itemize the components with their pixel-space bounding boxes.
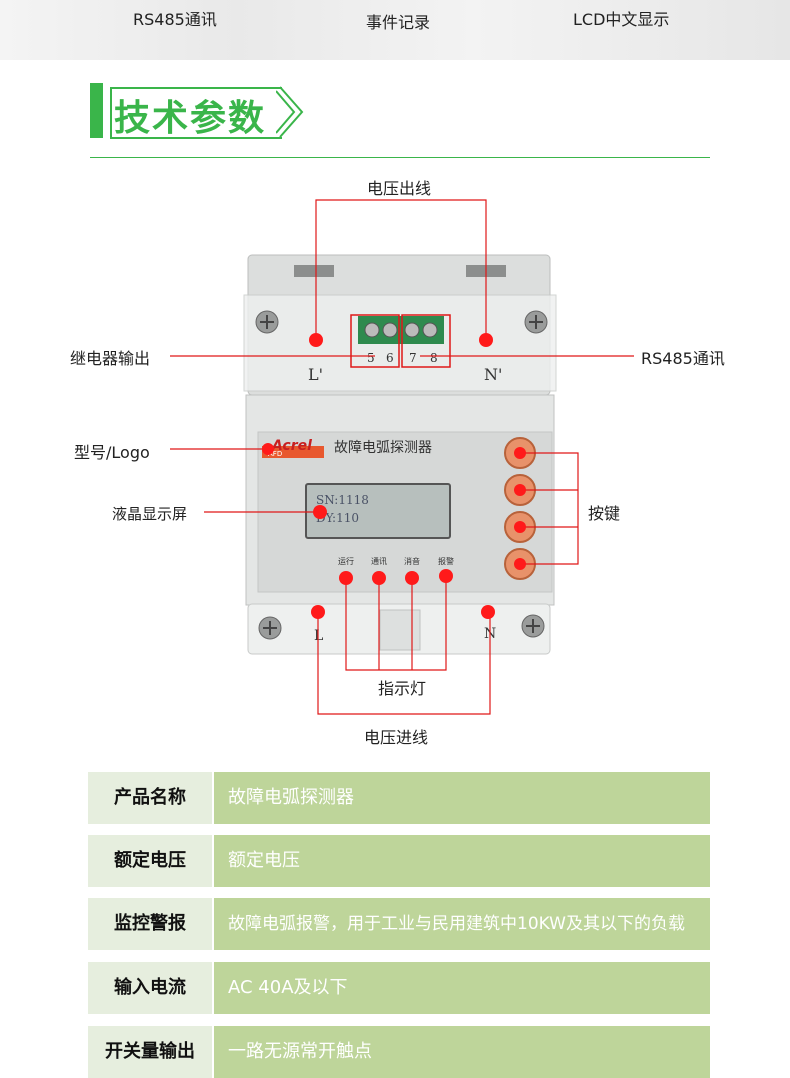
top-right-mark: N' xyxy=(484,365,502,384)
spec-row: 产品名称 故障电弧探测器 xyxy=(88,772,710,824)
spec-key: 产品名称 xyxy=(88,772,212,824)
callout-voltage-in: 电压进线 xyxy=(364,728,429,747)
spec-key: 额定电压 xyxy=(88,835,212,887)
rs485-terminal-outline xyxy=(401,314,451,368)
spec-row: 额定电压 额定电压 xyxy=(88,835,710,887)
callout-voltage-out: 电压出线 xyxy=(367,179,432,198)
spec-value: 故障电弧报警，用于工业与民用建筑中10KW及其以下的负载 xyxy=(214,898,710,950)
heading-bar xyxy=(90,83,103,138)
screw-icon xyxy=(258,616,282,640)
bottom-left-mark: L xyxy=(314,628,323,644)
top-slot-left xyxy=(294,265,334,277)
spec-row: 开关量输出 一路无源常开触点 xyxy=(88,1026,710,1078)
screw-icon xyxy=(255,310,279,334)
spec-value: AC 40A及以下 xyxy=(214,962,710,1014)
indicator-label-mute: 消音 xyxy=(404,556,420,566)
callout-indicator-lights: 指示灯 xyxy=(378,679,427,698)
lcd-line-2: DY:110 xyxy=(316,511,359,525)
top-left-mark: L' xyxy=(308,365,323,384)
terminal-label: 8 xyxy=(430,351,438,365)
section-heading: 技术参数 xyxy=(90,83,310,141)
relay-terminal-outline xyxy=(350,314,400,368)
callout-buttons: 按键 xyxy=(588,504,621,523)
callout-relay-out: 继电器输出 xyxy=(70,349,151,368)
brand-sub: AFD xyxy=(268,450,282,458)
callout-lcd: 液晶显示屏 xyxy=(112,505,188,523)
lcd-line-1: SN:1118 xyxy=(316,493,369,507)
terminal-label: 7 xyxy=(409,351,417,365)
callout-markers xyxy=(262,333,526,619)
callout-model-logo: 型号/Logo xyxy=(74,443,150,462)
indicator-label-comm: 通讯 xyxy=(371,556,387,566)
feature-event-log: 事件记录 xyxy=(366,13,431,32)
feature-banner: RS485通讯 事件记录 LCD中文显示 xyxy=(0,0,790,60)
feature-lcd: LCD中文显示 xyxy=(573,10,670,29)
section-title: 技术参数 xyxy=(114,98,267,139)
spec-value: 额定电压 xyxy=(214,835,710,887)
indicator-label-alarm: 报警 xyxy=(438,556,454,566)
indicator-label-run: 运行 xyxy=(338,556,354,566)
spec-value: 一路无源常开触点 xyxy=(214,1026,710,1078)
spec-row: 输入电流 AC 40A及以下 xyxy=(88,962,710,1014)
heading-frame xyxy=(110,87,282,139)
terminal-label: 6 xyxy=(386,351,394,365)
section-divider xyxy=(90,157,710,158)
callout-rs485: RS485通讯 xyxy=(641,349,725,368)
chevron-right-icon xyxy=(276,86,304,138)
brand-logo: Acrel xyxy=(271,438,312,454)
screw-icon xyxy=(524,310,548,334)
lcd-screen xyxy=(305,483,451,539)
brand-strip xyxy=(262,446,324,458)
feature-rs485: RS485通讯 xyxy=(133,10,217,29)
spec-key: 开关量输出 xyxy=(88,1026,212,1078)
spec-value: 故障电弧探测器 xyxy=(214,772,710,824)
transparent-cover-top xyxy=(243,294,557,392)
device-name: 故障电弧探测器 xyxy=(334,440,432,456)
callout-lines xyxy=(170,199,634,715)
spec-key: 输入电流 xyxy=(88,962,212,1014)
screw-icon xyxy=(521,614,545,638)
terminal-label: 5 xyxy=(367,351,375,365)
din-clip xyxy=(379,609,421,651)
device-diagram: 5 6 7 8 L' N' Acrel AFD 故障电弧探测器 SN:1118 … xyxy=(170,199,634,715)
spec-key: 监控警报 xyxy=(88,898,212,950)
spec-row: 监控警报 故障电弧报警，用于工业与民用建筑中10KW及其以下的负载 xyxy=(88,898,710,950)
